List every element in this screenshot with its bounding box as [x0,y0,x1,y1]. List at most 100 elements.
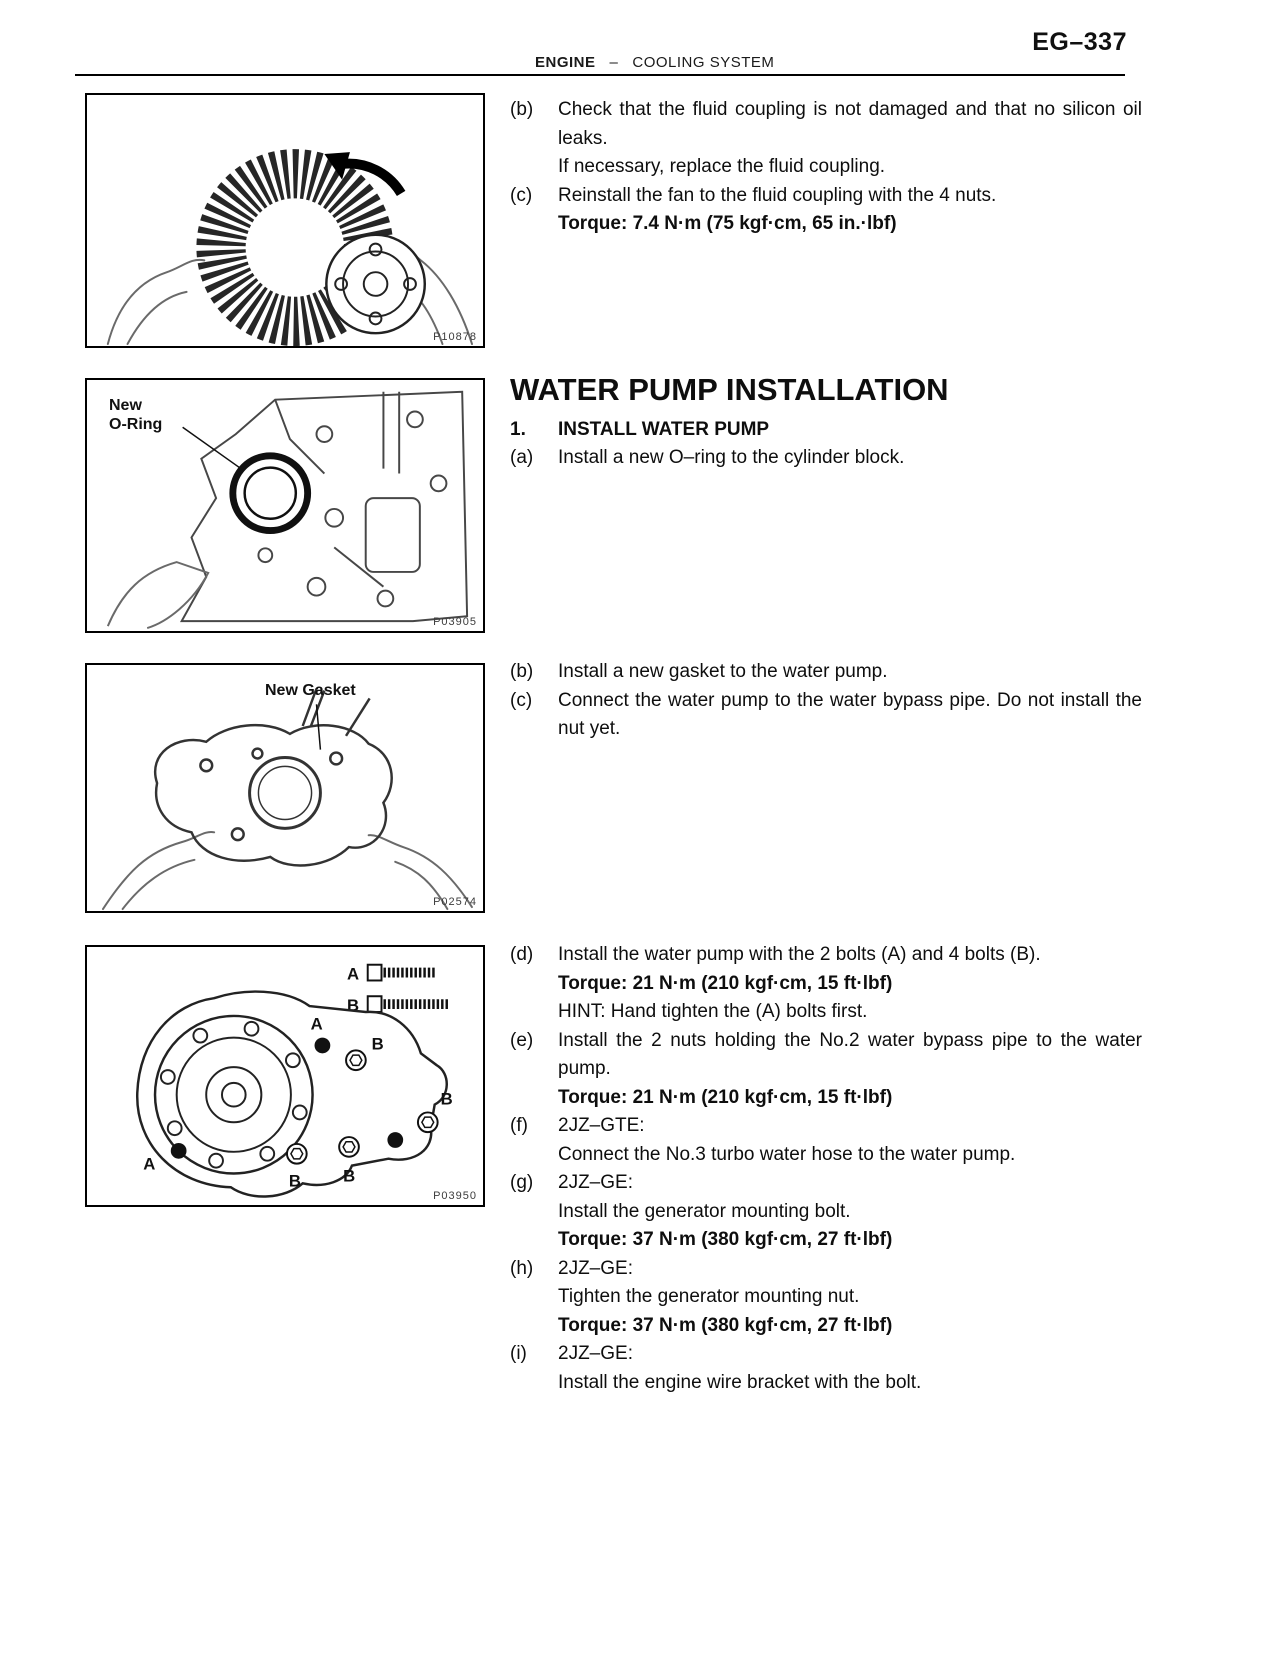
step-label: (g) [510,1172,534,1193]
hint-text: HINT: Hand tighten the (A) bolts first. [558,1001,868,1022]
figure-fan-fluid-coupling: P10878 [85,93,485,348]
figure-new-gasket: New Gasket P02574 [85,663,485,913]
oring-label-line2: O-Ring [109,416,163,434]
step-h-generator-nut: (h) 2JZ–GE: Tighten the generator mounti… [510,1255,1142,1341]
torque-spec: Torque: 37 N·m (380 kgf·cm, 27 ft·lbf) [558,1314,893,1336]
bolt-mark-b-bottom1: B [289,1171,301,1190]
step-body: Check that the fluid coupling is not dam… [558,96,1142,182]
pump-bolts-illustration: A B [136,963,453,1198]
bolt-mark-a-top: A [311,1015,323,1034]
step-text: Connect the water pump to the water bypa… [558,689,1142,740]
bolt-mark-a-bottom: A [143,1155,155,1174]
gasket-callout-label: New Gasket [265,682,356,699]
header-separator: – [609,54,619,71]
torque-spec: Torque: 21 N·m (210 kgf·cm, 15 ft·lbf) [558,972,893,994]
torque-spec: Torque: 7.4 N·m (75 kgf·cm, 65 in.·lbf) [558,213,897,234]
bolt-mark-b-bottom2: B [343,1166,355,1185]
page-header: ENGINE–COOLING SYSTEM [535,54,774,71]
step-body: Install a new O–ring to the cylinder blo… [558,444,1142,473]
engine-variant: 2JZ–GE: [558,1343,633,1364]
figure-code: P10878 [433,331,477,343]
hex-nuts [285,1049,439,1165]
step-body: 2JZ–GTE: Connect the No.3 turbo water ho… [558,1112,1142,1169]
step-a-install-oring: (a) Install a new O–ring to the cylinder… [510,444,1142,473]
bolt-legend: A B [347,963,449,1015]
torque-spec: Torque: 37 N·m (380 kgf·cm, 27 ft·lbf) [558,1229,893,1250]
step-b-fluid-coupling: (b) Check that the fluid coupling is not… [510,96,1142,182]
step-label: (b) [510,661,534,682]
hands-sketch [101,830,473,911]
step-text: Reinstall the fan to the fluid coupling … [558,184,997,206]
step-text: Install the water pump with the 2 bolts … [558,944,1041,965]
step-i-wire-bracket: (i) 2JZ–GE: Install the engine wire brac… [510,1340,1142,1397]
step-heading: INSTALL WATER PUMP [558,418,770,440]
figure-pump-bolt-positions: A B [85,945,485,1207]
engine-variant: 2JZ–GE: [558,1257,633,1279]
hand-sketch [106,561,210,629]
torque-spec: Torque: 21 N·m (210 kgf·cm, 15 ft·lbf) [558,1086,893,1108]
water-pump-body [154,688,393,867]
step-text: If necessary, replace the fluid coupling… [558,156,886,177]
header-rule [75,74,1125,76]
step-label: (c) [510,689,533,711]
step-c-reinstall-fan: (c) Reinstall the fan to the fluid coupl… [510,182,1142,239]
step-number: 1. [510,418,526,440]
step-text: Tighten the generator mounting nut. [558,1286,860,1307]
cylinder-block-sketch [179,390,469,623]
step-body: Reinstall the fan to the fluid coupling … [558,182,1142,239]
oring-label-line1: New [109,397,142,414]
bolt-mark-b-right: B [441,1090,453,1109]
gasket-pointer-line [315,704,322,750]
header-subsection: COOLING SYSTEM [632,54,775,71]
step-body: Install a new gasket to the water pump. [558,658,1142,687]
step-label: (a) [510,447,534,469]
step-body: 2JZ–GE: Install the generator mounting b… [558,1169,1142,1255]
step-body: 2JZ–GE: Install the engine wire bracket … [558,1340,1142,1397]
step-b-install-gasket: (b) Install a new gasket to the water pu… [510,658,1142,687]
page-number: EG–337 [1032,28,1127,56]
bolt-mark-b-top: B [372,1034,384,1053]
step-f-turbo-hose: (f) 2JZ–GTE: Connect the No.3 turbo wate… [510,1112,1142,1169]
step-text: Install the 2 nuts holding the No.2 wate… [558,1029,1142,1080]
step-text: Install the engine wire bracket with the… [558,1371,922,1393]
step-body: Install the water pump with the 2 bolts … [558,941,1142,1027]
step-g-generator-bolt: (g) 2JZ–GE: Install the generator mounti… [510,1169,1142,1255]
step-label: (b) [510,99,534,120]
step-label: (h) [510,1257,534,1279]
oring-callout-label: New O-Ring [109,396,162,434]
step-body: Connect the water pump to the water bypa… [558,687,1142,744]
fan-coupling-steps: (b) Check that the fluid coupling is not… [510,96,1142,239]
step-c-connect-pump: (c) Connect the water pump to the water … [510,687,1142,744]
fan-coupling-illustration [106,149,474,346]
header-section: ENGINE [535,54,596,71]
step-label: (e) [510,1029,534,1051]
figure-code: P03950 [433,1190,477,1202]
figure-code: P03905 [433,616,477,628]
step-label: (i) [510,1343,527,1364]
step-1-install-water-pump: 1. INSTALL WATER PUMP [510,416,1142,445]
legend-label-a: A [347,964,359,983]
step-text: Connect the No.3 turbo water hose to the… [558,1143,1016,1165]
step-body: INSTALL WATER PUMP [558,416,1142,445]
water-pump-installation-intro: WATER PUMP INSTALLATION 1. INSTALL WATER… [510,372,1142,473]
step-body: 2JZ–GE: Tighten the generator mounting n… [558,1255,1142,1341]
gasket-steps: (b) Install a new gasket to the water pu… [510,658,1142,744]
step-e-install-nuts: (e) Install the 2 nuts holding the No.2 … [510,1027,1142,1113]
fluid-coupling-hub [325,233,427,335]
pump-housing [136,990,448,1198]
step-text: Check that the fluid coupling is not dam… [558,99,1142,149]
section-title: WATER PUMP INSTALLATION [510,372,949,407]
pump-mounting-steps: (d) Install the water pump with the 2 bo… [510,941,1142,1397]
bolt-dots [170,1037,404,1159]
rotation-arrow-icon [324,152,406,197]
step-label: (f) [510,1115,528,1136]
figure-code: P02574 [433,896,477,908]
step-body: Install the 2 nuts holding the No.2 wate… [558,1027,1142,1113]
step-text: Install a new gasket to the water pump. [558,661,888,682]
oring-illustration [106,390,469,629]
step-label: (d) [510,944,534,965]
engine-variant: 2JZ–GTE: [558,1115,645,1136]
engine-variant: 2JZ–GE: [558,1172,633,1193]
step-text: Install the generator mounting bolt. [558,1200,851,1222]
